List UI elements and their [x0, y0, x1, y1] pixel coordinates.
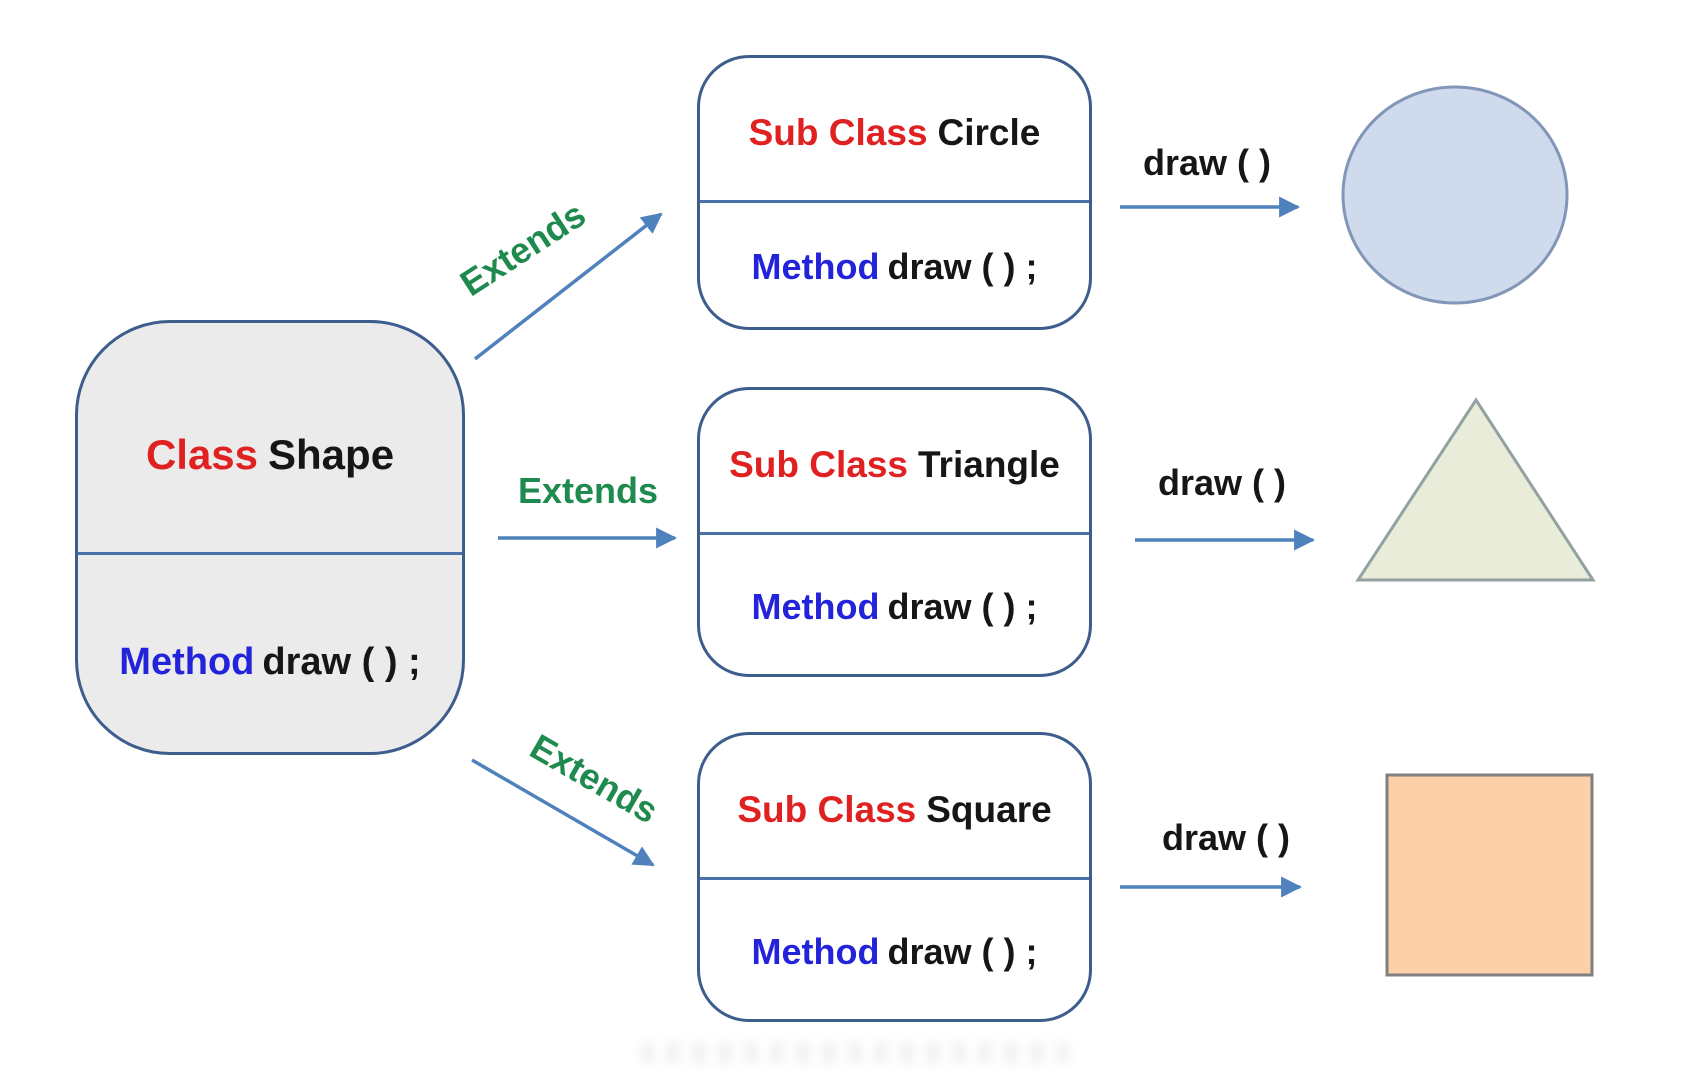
subclass-square-method-section: Method draw ( ) ;	[700, 880, 1089, 1019]
subclass-circle-name: Circle	[937, 112, 1041, 153]
subclass-square-method-signature: draw ( ) ;	[887, 930, 1038, 972]
subclass-square-name: Square	[926, 789, 1052, 830]
subclass-triangle-method-signature: draw ( ) ;	[887, 585, 1038, 627]
circle-shape	[1341, 85, 1569, 305]
base-class-box: Class Shape Method draw ( ) ;	[75, 320, 465, 755]
base-method-keyword: Method	[119, 641, 255, 683]
extends-arrow-circle	[473, 212, 663, 361]
subclass-box-triangle: Sub Class Triangle Method draw ( ) ;	[697, 387, 1092, 677]
base-class-title-section: Class Shape	[78, 323, 462, 555]
draw-call-label-square: draw ( )	[1161, 817, 1291, 858]
triangle-shape	[1355, 397, 1596, 582]
base-class-keyword: Class	[145, 430, 259, 478]
subclass-triangle-method-section: Method draw ( ) ;	[700, 535, 1089, 674]
draw-call-label-circle: draw ( )	[1142, 142, 1272, 183]
subclass-circle-method-signature: draw ( ) ;	[887, 246, 1038, 287]
extends-arrow-square	[471, 758, 655, 867]
subclass-circle-method-keyword: Method	[751, 246, 880, 287]
subclass-square-title-section: Sub Class Square	[700, 735, 1089, 880]
cropped-caption-smudge	[640, 1042, 1070, 1064]
square-shape	[1385, 773, 1594, 977]
subclass-triangle-keyword: Sub Class	[729, 444, 908, 485]
base-class-method-section: Method draw ( ) ;	[78, 555, 462, 752]
subclass-box-square: Sub Class Square Method draw ( ) ;	[697, 732, 1092, 1022]
subclass-square-method-keyword: Method	[751, 930, 880, 972]
subclass-triangle-title-section: Sub Class Triangle	[700, 390, 1089, 535]
base-class-name: Shape	[268, 430, 395, 478]
subclass-circle-title-section: Sub Class Circle	[700, 58, 1089, 203]
subclass-triangle-name: Triangle	[918, 444, 1060, 485]
extends-label-triangle: Extends	[517, 470, 659, 511]
subclass-box-circle: Sub Class Circle Method draw ( ) ;	[697, 55, 1092, 330]
base-method-signature: draw ( ) ;	[262, 641, 421, 683]
subclass-triangle-method-keyword: Method	[751, 585, 880, 627]
draw-call-label-triangle: draw ( )	[1157, 462, 1287, 503]
subclass-circle-keyword: Sub Class	[748, 112, 928, 153]
subclass-square-keyword: Sub Class	[737, 789, 917, 830]
subclass-circle-method-section: Method draw ( ) ;	[700, 203, 1089, 327]
